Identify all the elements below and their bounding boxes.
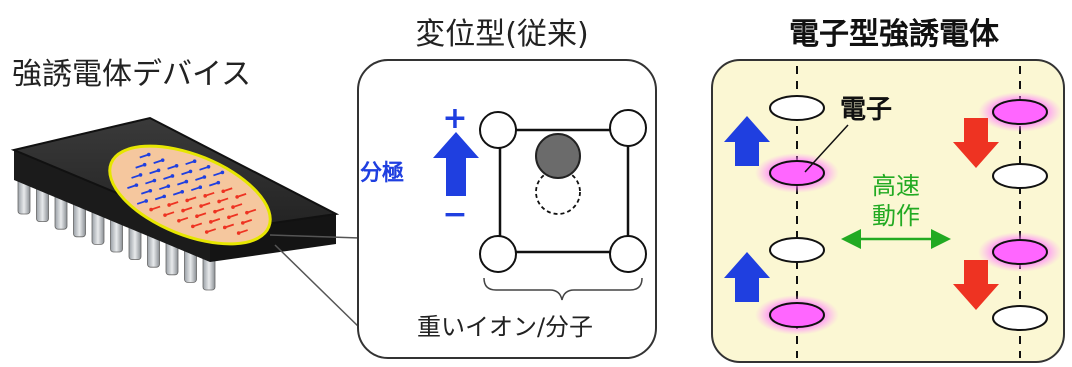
empty-site — [992, 305, 1048, 331]
dipole-arrowhead — [217, 199, 221, 204]
corner-ion — [609, 235, 647, 273]
displacive-panel — [357, 59, 657, 359]
down-arrow — [953, 260, 999, 310]
dipole-arrowhead — [181, 208, 185, 213]
dipole-arrowhead — [192, 159, 197, 163]
minus-sign: − — [442, 197, 467, 232]
dipole-arrowhead — [222, 225, 227, 230]
up-arrow — [724, 116, 770, 166]
dipole-arrowhead — [221, 189, 226, 194]
dipole-arrowhead — [231, 205, 235, 209]
dipole-arrowhead — [199, 204, 203, 208]
dipole-arrowhead — [227, 215, 231, 220]
dipole-arrowhead — [245, 210, 249, 215]
dipole-arrowhead — [152, 178, 157, 183]
dipole-arrowhead — [203, 194, 207, 198]
fast-label-line2: 動作 — [872, 202, 920, 230]
dipole-arrowhead — [235, 195, 239, 199]
dipole-arrowhead — [188, 169, 193, 174]
dipole-arrowhead — [202, 175, 207, 179]
empty-site — [769, 237, 825, 263]
dipole-arrowhead — [204, 230, 209, 234]
occupied-site — [992, 99, 1048, 125]
dipole-arrowhead — [134, 183, 139, 187]
dipole-arrowhead — [177, 219, 181, 223]
dipole-arrowhead — [160, 158, 165, 162]
dipole-arrowhead — [149, 207, 153, 212]
corner-ion — [609, 109, 647, 147]
original-position — [535, 169, 581, 215]
electron-label: 電子 — [840, 95, 892, 125]
corner-ion — [479, 111, 517, 149]
fast-label-line1: 高速 — [872, 172, 920, 200]
dipole-arrowhead — [236, 231, 241, 235]
dipole-arrowhead — [138, 173, 143, 177]
dipole-arrowhead — [180, 189, 185, 194]
displaced-ion — [535, 133, 581, 179]
polarization-label: 分極 — [360, 160, 404, 186]
occupied-site — [769, 160, 825, 186]
dipole-arrowhead — [213, 209, 217, 214]
electronic-title: 電子型強誘電体 — [789, 17, 1000, 52]
dipole-arrowhead — [216, 180, 221, 185]
dipole-arrowhead — [167, 203, 171, 207]
dipole-arrowhead — [191, 224, 195, 229]
dipole-arrowhead — [170, 174, 175, 178]
polarization-up-arrow — [433, 132, 479, 196]
corner-ion — [479, 235, 517, 273]
dipole-arrowhead — [184, 179, 189, 184]
occupied-site — [769, 302, 825, 328]
dipole-arrowhead — [174, 163, 179, 168]
dipole-arrowhead — [206, 165, 211, 169]
device-label: 強誘電体デバイス — [12, 57, 251, 92]
up-arrow — [724, 252, 770, 302]
dipole-arrowhead — [163, 213, 167, 217]
occupied-site — [992, 239, 1048, 265]
dipole-arrowhead — [156, 168, 161, 173]
dipole-arrowhead — [148, 188, 153, 193]
chip-polarization-arrows — [127, 152, 257, 235]
empty-site — [992, 163, 1048, 189]
dipole-arrowhead — [144, 199, 148, 203]
ion-label: 重いイオン/分子 — [417, 313, 593, 341]
chip-illustration — [10, 116, 340, 291]
down-arrow — [953, 118, 999, 168]
dipole-arrowhead — [195, 214, 199, 219]
dipole-arrowhead — [185, 198, 189, 203]
dipole-arrowhead — [198, 185, 203, 190]
dipole-arrowhead — [240, 221, 245, 225]
dipole-arrowhead — [220, 170, 225, 175]
ion-bracket — [483, 277, 643, 301]
plus-sign: + — [442, 101, 467, 136]
dipole-arrowhead — [166, 184, 171, 188]
displacive-title: 変位型(従来) — [415, 17, 588, 52]
dipole-arrowhead — [146, 152, 151, 157]
dipole-arrowhead — [142, 162, 147, 167]
dipole-arrowhead — [162, 194, 167, 199]
lattice-cell — [498, 128, 630, 254]
dipole-arrowhead — [209, 220, 213, 224]
empty-site — [769, 95, 825, 121]
